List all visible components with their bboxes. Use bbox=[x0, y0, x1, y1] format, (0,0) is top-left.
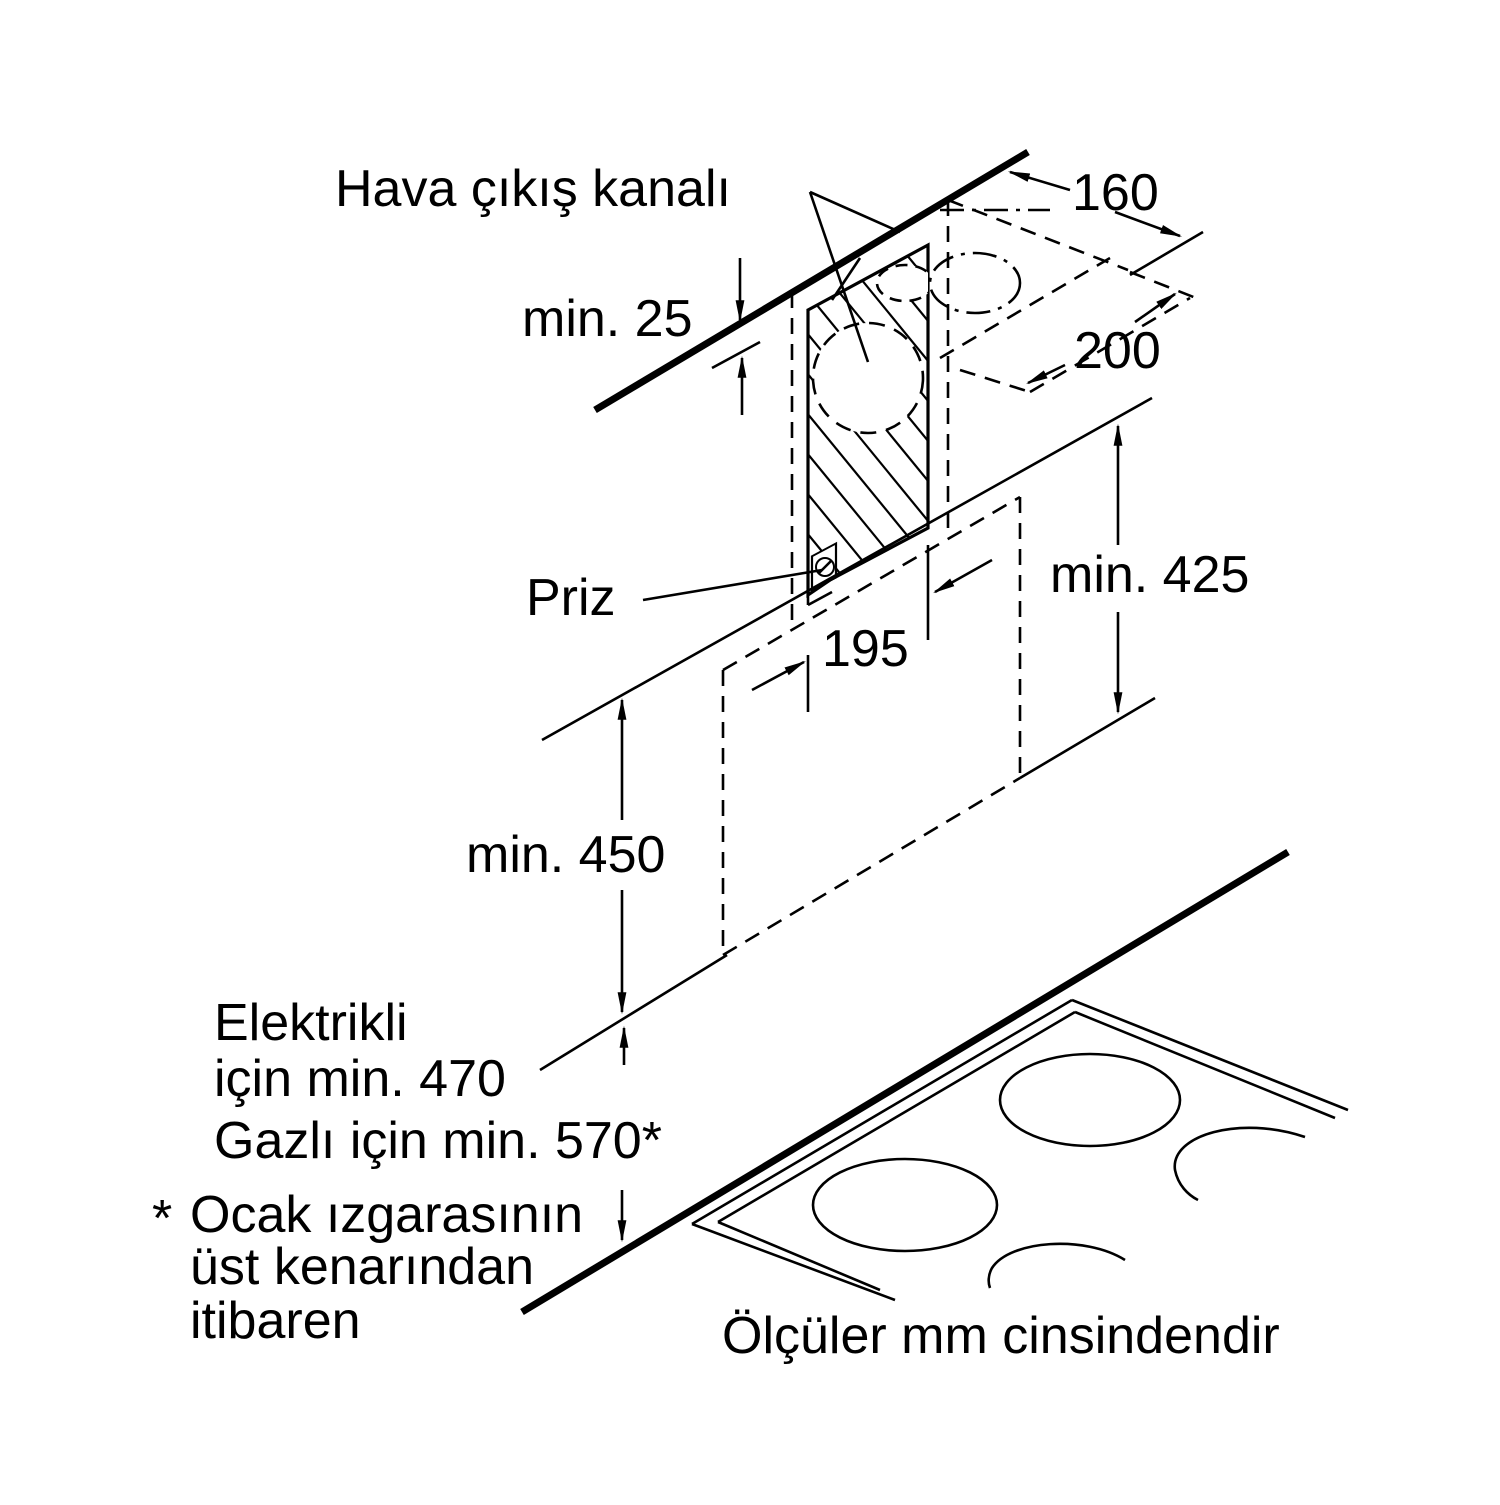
duct-opening-circle bbox=[811, 321, 925, 435]
min-25-label: min. 25 bbox=[522, 290, 693, 348]
cooktop-front-edge bbox=[520, 848, 1290, 1316]
min-425-label: min. 425 bbox=[1050, 546, 1249, 604]
burner-back-right bbox=[1173, 1126, 1306, 1202]
ceiling-line bbox=[593, 148, 1030, 414]
socket-leader bbox=[642, 568, 823, 602]
electric-label-line2: için min. 470 bbox=[214, 1050, 506, 1108]
socket-label: Priz bbox=[526, 569, 616, 627]
dim-200-group: 200 bbox=[1026, 292, 1177, 385]
air-outlet-channel-hatched bbox=[806, 242, 930, 607]
air-outlet-channel-outline bbox=[789, 198, 1197, 628]
burner-front-left bbox=[811, 1157, 999, 1253]
electric-label-line1: Elektrikli bbox=[214, 994, 408, 1052]
footnote-star: * bbox=[152, 1190, 172, 1248]
footnote-line2: üst kenarından bbox=[190, 1238, 534, 1296]
dim-200-label: 200 bbox=[1074, 322, 1161, 380]
cooktop bbox=[520, 848, 1349, 1316]
footnote-line1: Ocak ızgarasının bbox=[190, 1186, 583, 1244]
min-450-label: min. 450 bbox=[466, 826, 665, 884]
units-note: Ölçüler mm cinsindendir bbox=[722, 1307, 1280, 1365]
gas-label: Gazlı için min. 570* bbox=[214, 1112, 662, 1170]
air-outlet-leaders bbox=[808, 190, 901, 363]
dim-195-label: 195 bbox=[822, 620, 909, 678]
min-25-group: min. 25 bbox=[522, 258, 761, 415]
dim-195-group: 195 bbox=[751, 545, 993, 712]
burner-front-right bbox=[987, 1242, 1126, 1289]
burner-back-left bbox=[998, 1052, 1182, 1148]
air-outlet-label: Hava çıkış kanalı bbox=[335, 160, 731, 218]
hood-outline bbox=[721, 495, 1022, 957]
footnote-line3: itibaren bbox=[190, 1292, 361, 1350]
dim-160-label: 160 bbox=[1072, 164, 1159, 222]
hood-top-line bbox=[541, 396, 1153, 742]
min-450-group: min. 450 bbox=[466, 697, 728, 1072]
dim-160-group: 160 bbox=[1007, 164, 1204, 277]
min-425-group: min. 425 bbox=[1019, 423, 1249, 780]
